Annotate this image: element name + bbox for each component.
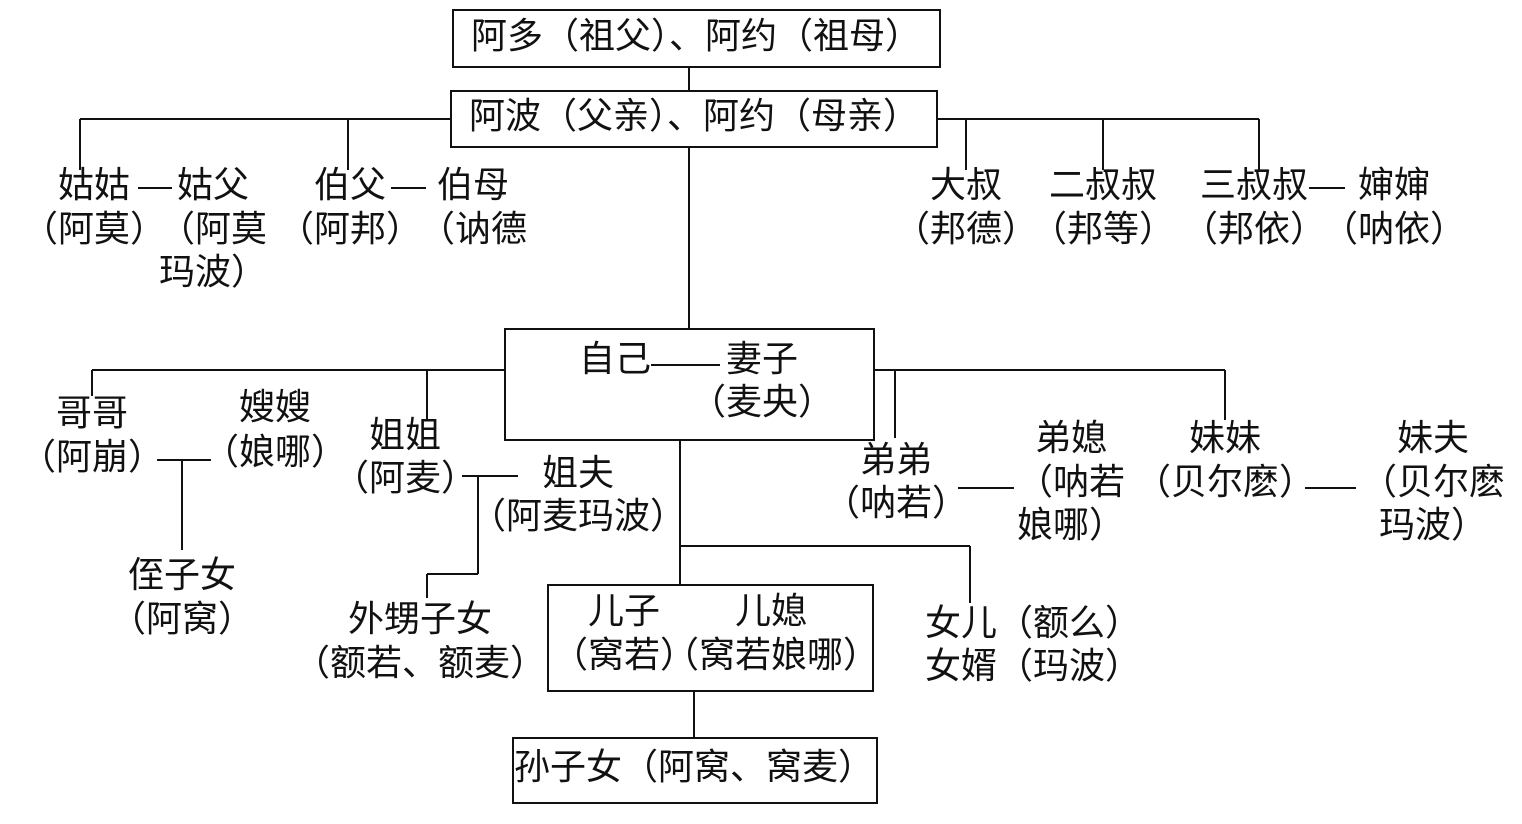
uncle-2-alias: （邦等）	[1031, 209, 1175, 250]
son-alias: （窝若）	[552, 635, 696, 676]
uncle-3-wife-name: 婶婶	[1358, 165, 1430, 206]
elder-sister-husband-alias: （阿麦玛波）	[470, 496, 686, 537]
aunt-husband-name: 姑父	[177, 165, 249, 206]
grandparents-label: 阿多（祖父）、阿约（祖母）	[471, 16, 921, 57]
aunt-name: 姑姑	[58, 165, 130, 206]
spouse-alias: （麦央）	[690, 382, 834, 423]
son-wife-alias: （窝若娘哪）	[663, 635, 879, 676]
younger-sister-alias: （贝尔麽）	[1135, 462, 1315, 503]
daughter-line1: 女儿（额么）	[925, 603, 1141, 644]
daughter-line2: 女婿（玛波）	[925, 646, 1141, 687]
elder-brother-name: 哥哥	[56, 393, 128, 434]
younger-sister-husband-alias-line2: 玛波）	[1379, 505, 1487, 546]
elder-sister-name: 姐姐	[369, 415, 441, 456]
aunt-husband-alias-line1: （阿莫	[159, 209, 267, 250]
uncle-elder-wife-name: 伯母	[437, 165, 509, 206]
son-name: 儿子	[588, 591, 660, 632]
nephew-niece-name: 侄子女	[128, 555, 236, 596]
sister-children-name: 外甥子女	[348, 599, 492, 640]
sister-children-alias: （额若、额麦）	[294, 643, 546, 684]
uncle-3-alias: （邦依）	[1182, 209, 1326, 250]
uncle-elder-alias: （阿邦）	[278, 209, 422, 250]
aunt-husband-alias-line2: 玛波）	[159, 252, 267, 293]
grandchildren-label: 孙子女（阿窝、窝麦）	[514, 747, 874, 788]
uncle-elder-wife-alias: （讷德	[419, 209, 527, 250]
elder-sister-alias: （阿麦）	[333, 458, 477, 499]
self-box	[504, 328, 875, 441]
younger-sister-husband-name: 妹夫	[1397, 418, 1469, 459]
spouse-name: 妻子	[726, 339, 798, 380]
uncle-3-wife-alias: （呐依）	[1322, 209, 1466, 250]
parents-box	[450, 90, 938, 148]
uncle-2-name: 二叔叔	[1049, 165, 1157, 206]
connector-lines	[79, 67, 1356, 738]
son-box	[547, 584, 874, 692]
aunt-alias: （阿莫）	[22, 209, 166, 250]
grandparents-box	[452, 9, 941, 68]
uncle-1-name: 大叔	[930, 165, 1002, 206]
elder-sister-husband-name: 姐夫	[542, 453, 614, 494]
younger-brother-name: 弟弟	[860, 440, 932, 481]
uncle-3-name: 三叔叔	[1200, 165, 1308, 206]
nephew-niece-alias: （阿窝）	[110, 599, 254, 640]
elder-brother-wife-name: 嫂嫂	[239, 387, 311, 428]
younger-brother-wife-alias-line1: （呐若	[1017, 462, 1125, 503]
elder-brother-alias: （阿崩）	[20, 437, 164, 478]
grandchildren-box	[512, 737, 878, 804]
parents-label: 阿波（父亲）、阿约（母亲）	[469, 96, 919, 137]
younger-sister-husband-alias-line1: （贝尔麽	[1361, 462, 1505, 503]
younger-brother-alias: （呐若）	[824, 483, 968, 524]
younger-brother-wife-name: 弟媳	[1035, 418, 1107, 459]
self-name: 自己	[579, 339, 651, 380]
elder-brother-wife-alias: （娘哪）	[203, 432, 347, 473]
uncle-elder-name: 伯父	[314, 165, 386, 206]
son-wife-name: 儿媳	[735, 591, 807, 632]
younger-sister-name: 妹妹	[1189, 418, 1261, 459]
younger-brother-wife-alias-line2: 娘哪）	[1017, 505, 1125, 546]
uncle-1-alias: （邦德）	[894, 209, 1038, 250]
